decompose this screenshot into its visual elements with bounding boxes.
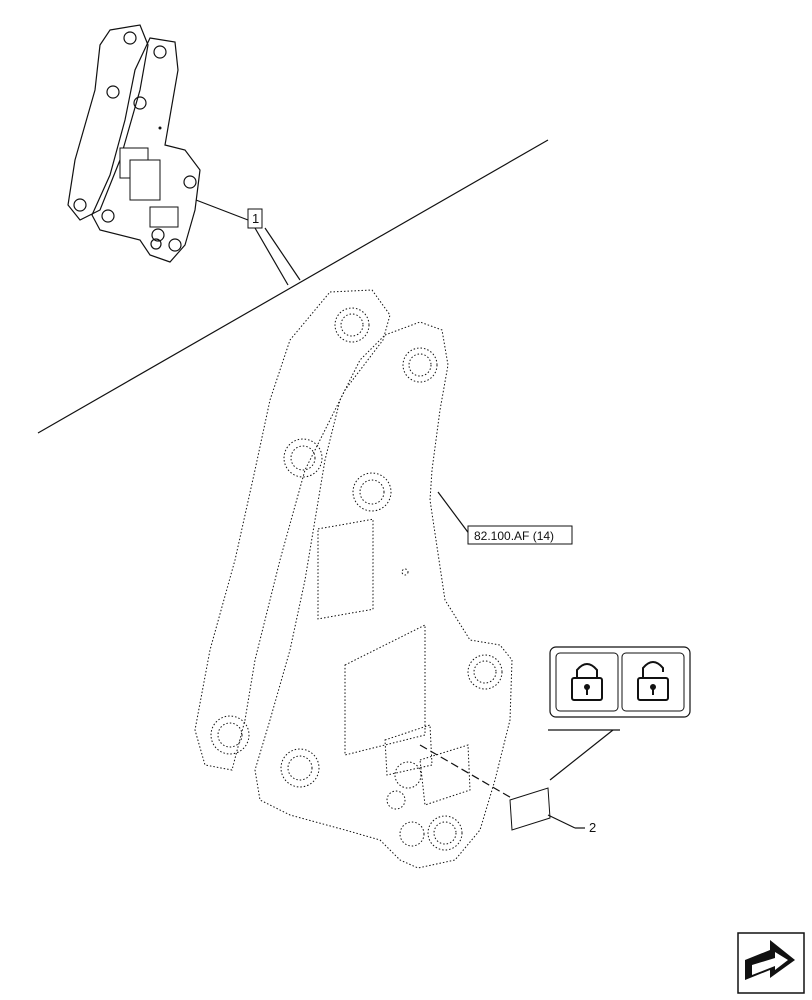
callout-1-label: 1 <box>252 211 259 226</box>
mounting-holes <box>210 307 503 851</box>
reference-callout: 82.100.AF (14) <box>437 491 573 545</box>
callout-1: 1 <box>195 199 301 286</box>
overview-thumbnail <box>67 24 201 263</box>
decal-item-2: 2 <box>509 787 596 835</box>
view-divider-line <box>37 139 549 434</box>
lock-closed-icon <box>571 663 603 701</box>
decal-enlargement <box>548 646 691 781</box>
main-part <box>194 289 516 869</box>
next-page-arrow-icon[interactable] <box>737 932 805 994</box>
callout-2-label: 2 <box>589 820 596 835</box>
reference-label: 82.100.AF (14) <box>474 529 554 543</box>
lock-open-icon <box>637 661 669 701</box>
